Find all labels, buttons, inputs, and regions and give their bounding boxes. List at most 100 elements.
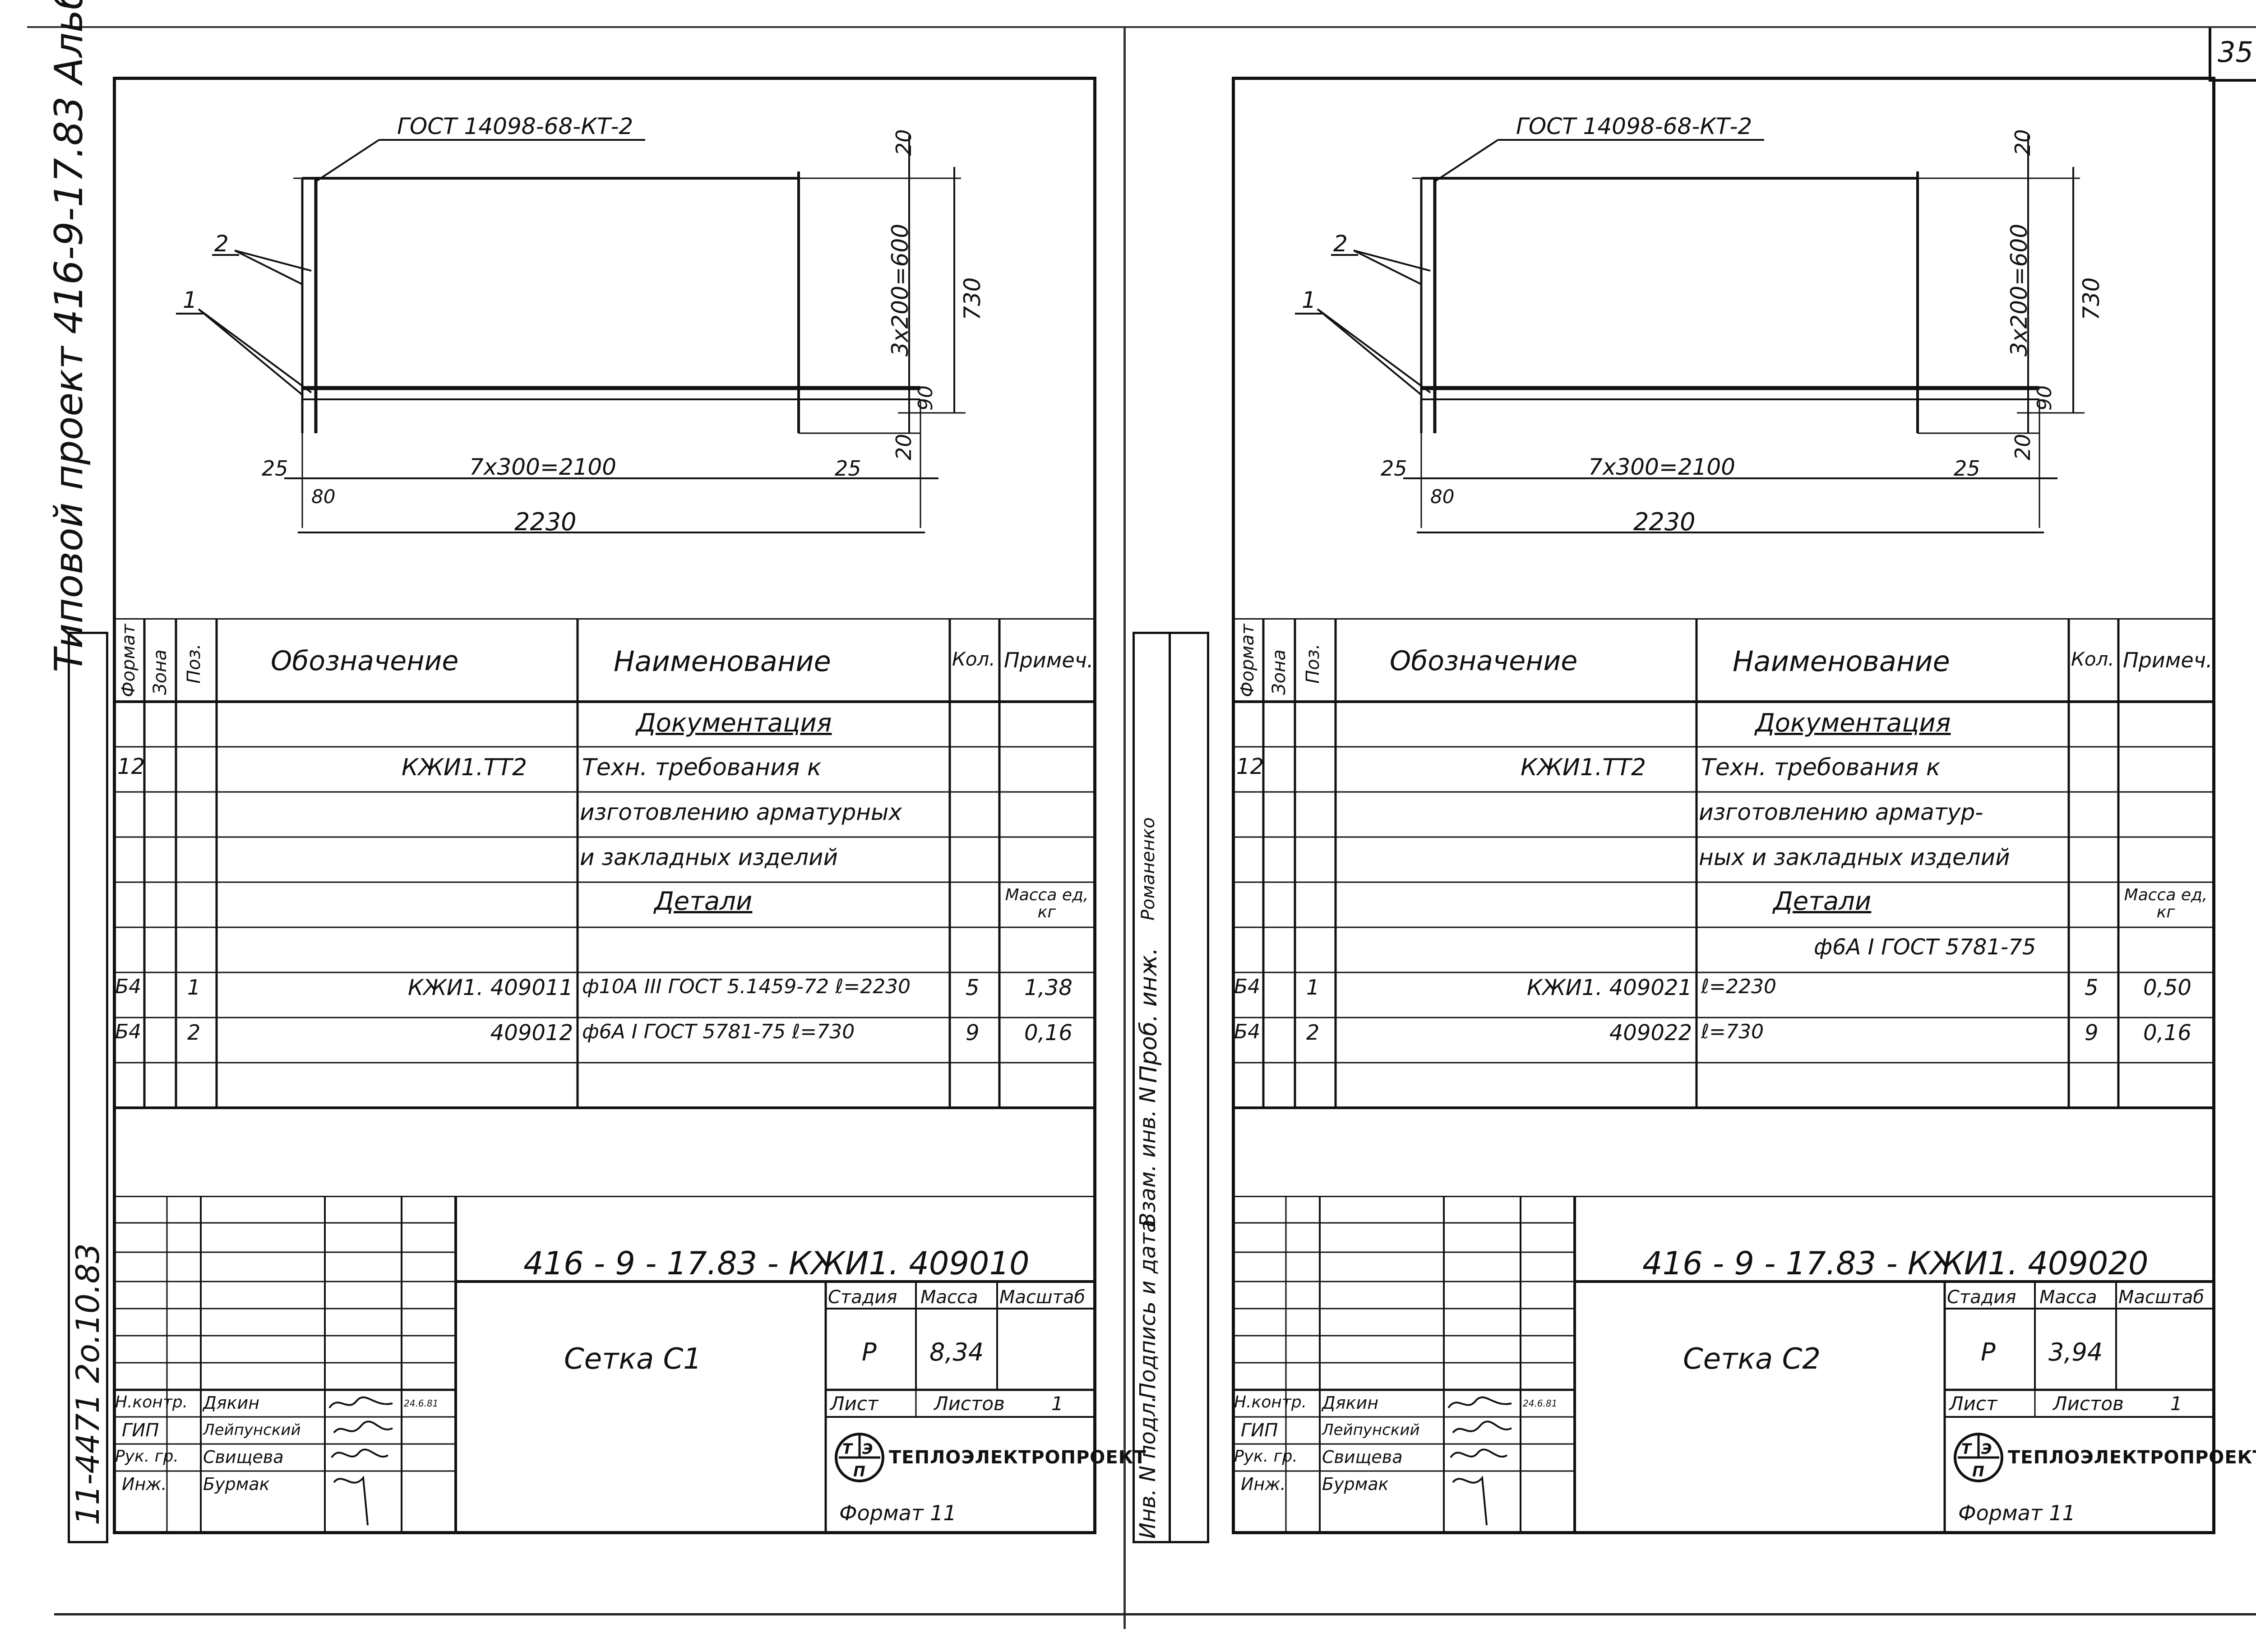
stage-value: Р <box>1981 1338 1996 1366</box>
center-divider <box>1123 27 1126 1629</box>
title-block-grid <box>1232 1196 2215 1534</box>
spec-header-qty: Кол. <box>952 648 995 670</box>
spec-header-note: Примеч. <box>1004 648 1094 672</box>
stage-label: Стадия <box>1947 1287 2016 1308</box>
row1-name: ℓ=2230 <box>1701 975 1777 998</box>
spec-header-name: Наименование <box>614 645 831 678</box>
row1-pos: 1 <box>1306 975 1320 1000</box>
svg-text:Т: Т <box>842 1440 853 1458</box>
doc-format: 12 <box>1236 754 1264 779</box>
stage-label: Стадия <box>828 1287 897 1308</box>
company-logo-icon: Т Э П <box>835 1433 884 1482</box>
dim-overall-2230: 2230 <box>1633 508 1696 536</box>
document-code: 416 - 9 - 17.83 - КЖИ1. 409010 <box>523 1245 1030 1282</box>
dim-top-20: 20 <box>2011 129 2035 156</box>
row1-format: Б4 <box>115 975 142 998</box>
role-inzh: Инж. <box>1241 1474 1286 1494</box>
row2-name: ф6А I ГОСТ 5781-75 ℓ=730 <box>582 1020 855 1043</box>
row1-designation: КЖИ1. 409011 <box>408 975 573 1000</box>
role-n-kontr: Н.контр. <box>115 1393 188 1411</box>
section-details: Детали <box>654 887 753 916</box>
doc-name-line-2: изготовлению арматур- <box>1699 799 1983 825</box>
side-label-prob-inzh: Проб. инж. <box>1135 947 1162 1083</box>
role-ruk-gr: Рук. гр. <box>115 1447 179 1466</box>
row1-note: 1,38 <box>1024 975 1073 1000</box>
side-label-replace-inv: Взам. инв. N <box>1135 1087 1160 1227</box>
svg-text:Т: Т <box>1961 1440 1972 1458</box>
dim-25-right: 25 <box>835 456 861 481</box>
spec-header-pos: Поз. <box>1303 643 1323 684</box>
drawing-title: Сетка С1 <box>564 1342 702 1376</box>
dim-horizontal-main: 7x300=2100 <box>469 454 616 480</box>
position-1-label: 1 <box>1302 287 1316 313</box>
svg-text:Э: Э <box>1981 1440 1992 1458</box>
dim-horizontal-main: 7x300=2100 <box>1588 454 1735 480</box>
doc-name-line-2: изготовлению арматурных <box>580 799 902 825</box>
row2-pos: 2 <box>1306 1020 1320 1045</box>
dim-top-20: 20 <box>892 129 916 156</box>
sheets-count: 1 <box>2170 1393 2182 1415</box>
sheets-count: 1 <box>1051 1393 1063 1415</box>
doc-designation: КЖИ1.ТТ2 <box>1521 754 1646 781</box>
format-note: Формат 11 <box>1958 1501 2076 1525</box>
spec-header-pos: Поз. <box>184 643 204 684</box>
page-number: 35 <box>2218 36 2253 69</box>
company-name: ТЕПЛОЭЛЕКТРОПРОЕКТ <box>889 1447 1146 1468</box>
stage-value: Р <box>862 1338 877 1366</box>
spec-header-note: Примеч. <box>2123 648 2213 672</box>
company-name: ТЕПЛОЭЛЕКТРОПРОЕКТ <box>2008 1447 2256 1468</box>
date-n-kontr: 24.6.81 <box>1523 1398 1558 1409</box>
drawing-title: Сетка С2 <box>1683 1342 1821 1376</box>
section-documentation: Документация <box>636 708 832 738</box>
row2-designation: 409022 <box>1609 1020 1692 1046</box>
doc-name-line-1: Техн. требования к <box>1701 754 1941 781</box>
spec-table-grid <box>113 618 1096 1109</box>
dim-25-left: 25 <box>1381 456 1407 481</box>
doc-name-line-3: ных и закладных изделий <box>1699 844 2010 870</box>
date-n-kontr: 24.6.81 <box>404 1398 439 1409</box>
spec-header-zone: Зона <box>1269 649 1290 695</box>
row2-format: Б4 <box>115 1020 142 1043</box>
row1-designation: КЖИ1. 409021 <box>1527 975 1692 1000</box>
spec-table-grid <box>1232 618 2215 1109</box>
dim-90: 90 <box>2033 385 2056 411</box>
sheet-label: Лист <box>830 1393 878 1415</box>
dim-bottom-20: 20 <box>892 434 916 460</box>
name-svishcheva: Свищева <box>1322 1447 1403 1467</box>
row2-format: Б4 <box>1234 1020 1261 1043</box>
row2-pos: 2 <box>187 1020 201 1045</box>
doc-name-line-1: Техн. требования к <box>582 754 822 781</box>
sheets-label: Листов <box>2053 1393 2124 1415</box>
mass-unit-note: Масса ед, кг <box>1005 886 1089 921</box>
row1-qty: 5 <box>966 975 980 1000</box>
row1-note: 0,50 <box>2143 975 2191 1000</box>
row1-name: ф10А III ГОСТ 5.1459-72 ℓ=2230 <box>582 975 911 998</box>
dim-80: 80 <box>1430 486 1455 508</box>
doc-designation: КЖИ1.ТТ2 <box>402 754 527 781</box>
signatures <box>328 1396 393 1526</box>
signatures <box>1447 1396 1512 1526</box>
role-gip: ГИП <box>1241 1420 1278 1441</box>
material-line: ф6А I ГОСТ 5781-75 <box>1814 935 2036 960</box>
row1-qty: 5 <box>2085 975 2099 1000</box>
sheet-label: Лист <box>1949 1393 1997 1415</box>
svg-text:П: П <box>853 1463 865 1480</box>
side-label-romanenko: Романенко <box>1138 817 1159 921</box>
drawing-sheet-left: ГОСТ 14098-68-КТ-2 2 1 20 3x200=600 730 … <box>113 77 1146 1539</box>
dim-overall-730: 730 <box>2078 277 2104 320</box>
outer-top-border <box>27 26 2256 28</box>
dim-25-left: 25 <box>262 456 288 481</box>
doc-name-line-3: и закладных изделий <box>580 844 838 870</box>
company-logo-icon: Т Э П <box>1954 1433 2003 1482</box>
dim-overall-730: 730 <box>959 277 985 320</box>
svg-text:Э: Э <box>862 1440 873 1458</box>
sheet-frame <box>113 77 1096 1534</box>
position-2-label: 2 <box>1333 231 1348 257</box>
left-margin-strip <box>68 632 108 1543</box>
role-inzh: Инж. <box>122 1474 167 1494</box>
row2-qty: 9 <box>966 1020 980 1046</box>
name-burmak: Бурмак <box>203 1474 270 1494</box>
dim-80: 80 <box>311 486 336 508</box>
name-leipunsky: Лейпунский <box>203 1421 301 1439</box>
dim-bottom-20: 20 <box>2011 434 2035 460</box>
